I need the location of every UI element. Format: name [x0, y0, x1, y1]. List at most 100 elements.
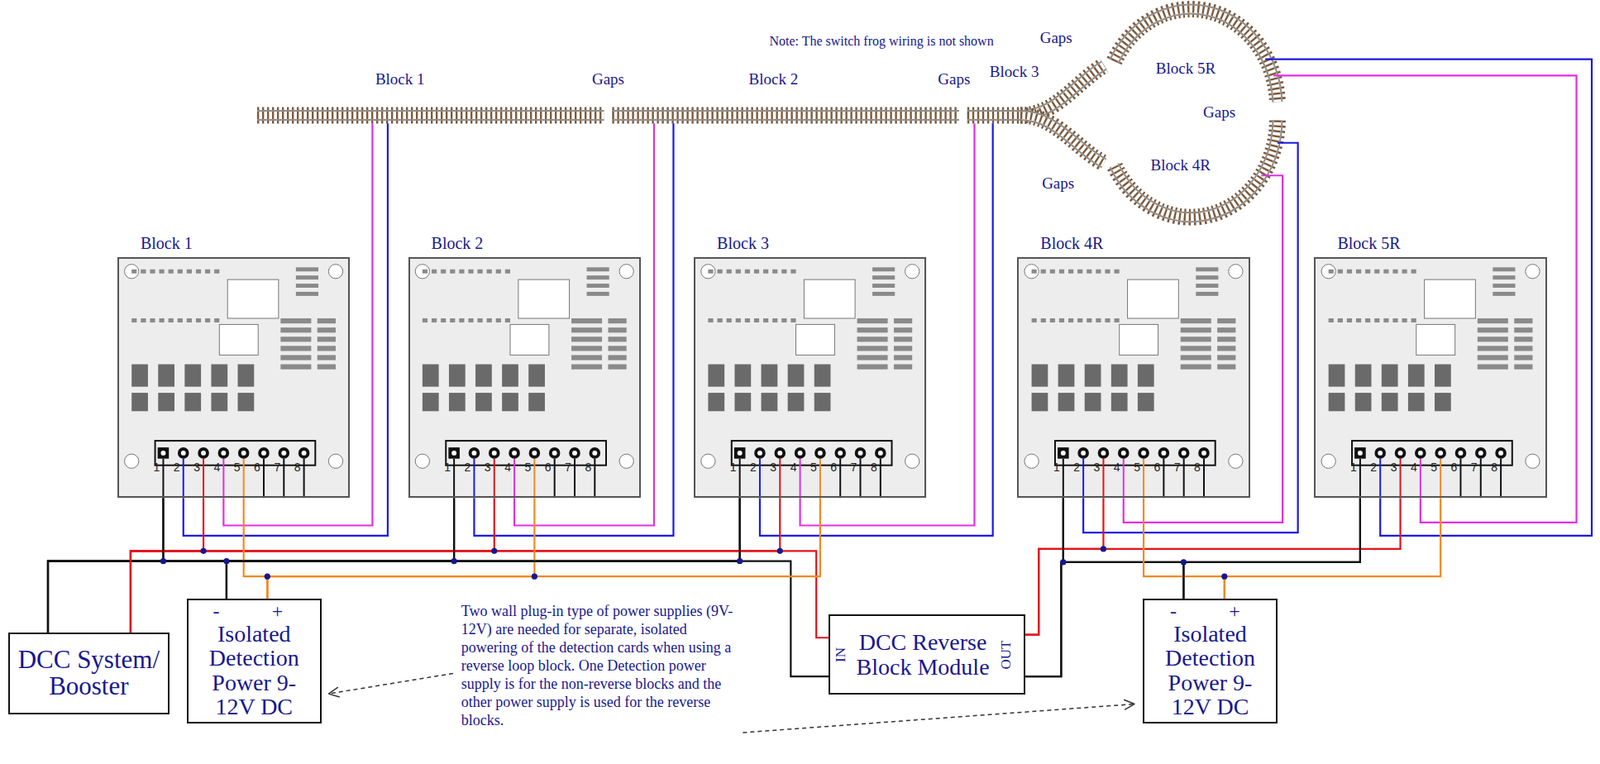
pcb-part — [238, 392, 255, 411]
pcb-part — [477, 269, 483, 274]
pcb-part — [422, 269, 428, 274]
pin-wire-stub — [1439, 458, 1442, 499]
pcb-part — [1402, 318, 1408, 323]
pin-number: 3 — [1093, 461, 1101, 473]
pcb-part — [571, 327, 602, 333]
pcb-part — [440, 318, 446, 323]
wire-connector — [1025, 497, 1104, 677]
pin-wire-stub — [819, 458, 822, 499]
terminal-pin — [773, 447, 786, 459]
wire — [226, 497, 741, 599]
mounting-hole — [905, 264, 920, 279]
pcb-part — [1477, 318, 1509, 324]
arrow-head — [1124, 703, 1135, 710]
terminal-hole — [241, 450, 247, 456]
dashed-leader — [328, 673, 454, 694]
pin-wire-stub — [1480, 458, 1482, 499]
pcb-part — [431, 318, 437, 323]
pcb-part — [1392, 269, 1398, 274]
pcb-part — [214, 269, 220, 274]
terminal-hole — [777, 450, 783, 456]
wire — [1224, 497, 1441, 599]
pcb-part — [131, 364, 149, 387]
pcb-part — [735, 318, 741, 323]
pcb-part — [448, 392, 466, 411]
pcb-part — [772, 269, 778, 274]
pcb-part — [1411, 318, 1417, 323]
pin-number: 1 — [153, 461, 161, 473]
mounting-hole — [1525, 453, 1540, 469]
track-segment — [1114, 9, 1278, 102]
pcb-part — [726, 318, 732, 323]
pcb-part — [857, 354, 889, 360]
pcb-part — [1328, 269, 1334, 274]
pcb-part — [1217, 318, 1236, 324]
pcb-part — [1180, 318, 1212, 324]
pcb-part — [510, 324, 550, 355]
port-label: OUT — [998, 640, 1013, 669]
terminal-pin — [1057, 447, 1070, 459]
junction-dot — [1060, 558, 1066, 565]
pcb-part — [1477, 345, 1509, 351]
terminal-pin — [1178, 447, 1190, 459]
terminal-hole — [511, 450, 517, 456]
pcb-part — [177, 318, 183, 323]
terminal-hole — [471, 450, 477, 456]
detection-card-board — [1313, 257, 1547, 498]
pcb-part — [227, 279, 279, 319]
pcb-part — [458, 318, 464, 323]
terminal-pin — [1455, 447, 1467, 459]
pcb-part — [449, 269, 455, 274]
card-heading: Block 2 — [431, 234, 484, 254]
pcb-part — [796, 324, 836, 355]
pcb-part — [1059, 318, 1065, 323]
pcb-part — [1086, 318, 1092, 323]
mounting-hole — [1228, 453, 1243, 469]
pcb-part — [448, 364, 466, 387]
arrow-head — [328, 687, 338, 694]
terminal-hole — [757, 450, 763, 456]
box-text: DCC Reverse Block Module — [854, 630, 991, 679]
wire-connector — [226, 497, 535, 599]
pcb-part — [408, 257, 641, 498]
terminal-pin — [1434, 447, 1447, 459]
mounting-hole — [124, 453, 139, 469]
pin-number: 5 — [1133, 461, 1141, 473]
pin-number: 6 — [1451, 461, 1458, 473]
detection-card-board — [408, 257, 641, 498]
pcb-part — [1180, 364, 1212, 370]
terminal-pin — [854, 447, 867, 459]
track-feeder-wire — [759, 123, 994, 536]
track-segment — [1114, 120, 1278, 218]
pcb-part — [607, 354, 626, 360]
pin-number: 7 — [1471, 461, 1478, 473]
pcb-part — [1068, 318, 1074, 323]
pcb-part — [1328, 364, 1346, 387]
pcb-part — [131, 318, 137, 323]
pcb-part — [803, 279, 855, 319]
pcb-part — [857, 364, 889, 370]
wire — [226, 497, 454, 599]
pcb-part — [280, 336, 311, 342]
pcb-part — [477, 318, 483, 323]
pin-number: 7 — [273, 461, 281, 473]
pin-number: 8 — [1194, 461, 1201, 473]
pcb-part — [1477, 364, 1509, 370]
junction-dot — [1180, 558, 1187, 565]
pcb-part — [1180, 354, 1212, 360]
pin-wire-stub — [182, 458, 185, 499]
junction-dot — [451, 558, 458, 564]
pcb-part — [1180, 327, 1212, 333]
pcb-part — [238, 364, 255, 387]
pcb-part — [317, 364, 336, 370]
pin-number: 7 — [564, 461, 572, 473]
pcb-part — [280, 318, 311, 324]
pcb-part — [1492, 267, 1515, 272]
terminal-pin — [529, 447, 541, 459]
pcb-part — [754, 269, 760, 274]
pcb-part — [1356, 269, 1362, 274]
pcb-part — [857, 318, 889, 324]
pcb-part — [857, 336, 889, 342]
pcb-part — [431, 269, 437, 274]
wire — [47, 497, 163, 633]
